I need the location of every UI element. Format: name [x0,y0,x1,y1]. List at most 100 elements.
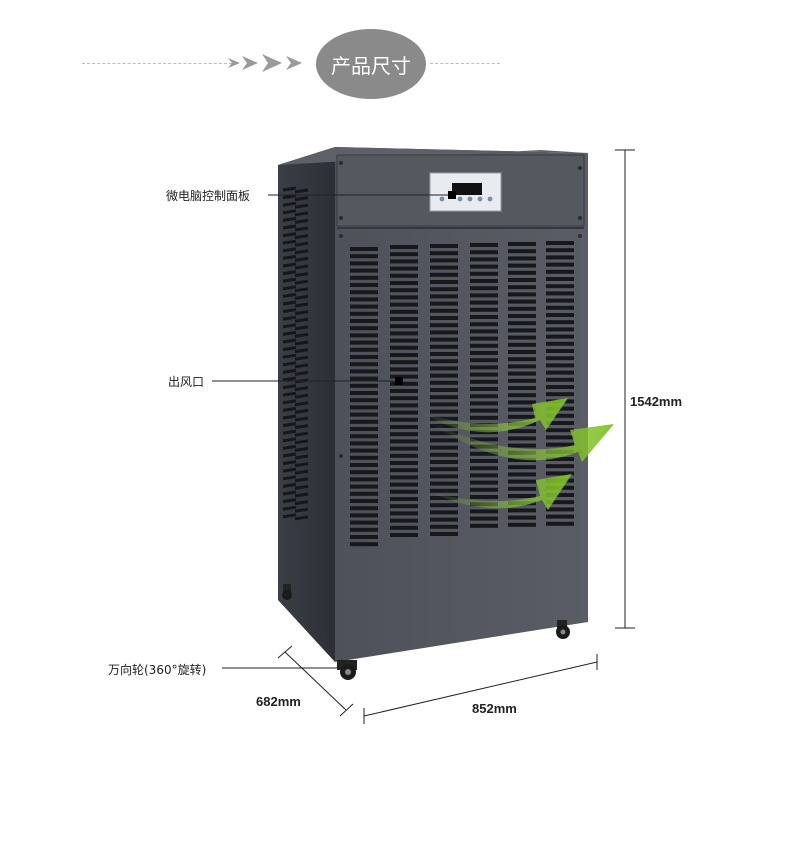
louvre-slot [470,437,498,442]
louvre-slot [470,379,498,384]
louvre-slot [350,304,378,309]
louvre-slot [430,301,458,306]
air-outlet-grille [350,241,574,547]
louvre-slot [350,535,378,539]
side-louvre-slot [282,444,297,450]
side-louvre-slot [294,272,309,278]
louvre-slot [508,508,536,513]
louvre-slot [390,281,418,285]
louvre-slot [546,514,574,519]
louvre-slot [508,342,536,347]
louvre-slot [508,328,536,333]
side-louvre-slot [294,424,309,430]
louvre-slot [390,331,418,336]
louvre-slot [390,489,418,494]
louvre-slot [390,446,418,451]
louvre-slot [546,284,574,289]
louvre-slot [546,370,574,375]
louvre-slot [546,428,574,433]
airflow-arrows [420,398,614,510]
louvre-slot [350,477,378,482]
side-louvre-slot [294,234,309,240]
louvre-slot [470,459,498,463]
louvre-slot [430,287,458,292]
louvre-slot [390,338,418,343]
louvre-slot [546,442,574,447]
louvre-slot [430,431,458,436]
louvre-slot [430,488,458,493]
side-louvre-slot [294,484,309,490]
callout-lines [212,194,450,669]
header-arrow-icon [228,58,240,68]
louvre-slot [390,367,418,372]
louvre-slot [546,356,574,361]
louvre-slot [350,470,378,475]
louvre-slot [430,503,458,508]
louvre-slot [390,309,418,314]
louvre-slot [350,311,378,316]
louvre-slot [508,364,536,369]
louvre-slot [430,517,458,522]
louvre-slot [470,257,498,262]
louvre-slot [470,243,498,247]
side-louvre-slot [282,194,297,200]
louvre-slot [546,363,574,368]
louvre-slot [508,270,536,275]
side-louvre-slot [294,332,309,338]
louvre-slot [470,315,498,319]
louvre-slot [390,245,418,249]
side-louvre-slot [282,338,297,344]
width-dimension: 852mm [472,701,517,716]
louvre-slot [470,336,498,341]
louvre-slot [390,324,418,329]
louvre-slot [508,263,536,268]
louvre-slot [390,525,418,530]
louvre-slot [508,522,536,527]
louvre-slot [430,373,458,378]
side-louvre-slot [294,386,309,392]
side-louvre-slot [282,201,297,207]
louvre-slot [546,269,574,274]
louvre-slot [470,394,498,399]
louvre-slot [430,424,458,428]
louvre-slot [350,484,378,489]
louvre-slot [350,441,378,446]
side-louvre-slot [282,247,297,253]
side-louvre-slot [294,287,309,293]
caster-label: 万向轮(360°旋转) [108,663,207,677]
louvre-slot [390,302,418,307]
louvre-slot [430,409,458,414]
louvre-slot [350,391,378,395]
louvre-slot [430,244,458,248]
louvre-slot [470,286,498,291]
louvre-slot [430,496,458,500]
side-louvre-slot [294,340,309,346]
louvre-slot [546,298,574,303]
louvre-slot [546,392,574,397]
louvre-slot [350,542,378,547]
louvre-slot [390,468,418,473]
louvre-slot [546,334,574,339]
louvre-slot [350,427,378,431]
louvre-slot [508,299,536,304]
side-louvre-slot [294,294,309,300]
side-louvre-slot [294,408,309,414]
louvre-slot [350,463,378,467]
louvre-slot [390,273,418,278]
side-louvre-slot [282,361,297,367]
louvre-slot [390,482,418,487]
louvre-slot [508,242,536,246]
header-dash-left [82,63,232,64]
louvre-slot [546,291,574,296]
side-louvre-slot [282,209,297,215]
louvre-slot [470,293,498,298]
louvre-slot [390,497,418,501]
louvre-slot [470,415,498,420]
control-panel [429,172,502,212]
side-louvre-slot [282,437,297,443]
louvre-slot [508,429,536,434]
louvre-slot [470,408,498,413]
louvre-slot [430,445,458,450]
louvre-slot [430,344,458,349]
